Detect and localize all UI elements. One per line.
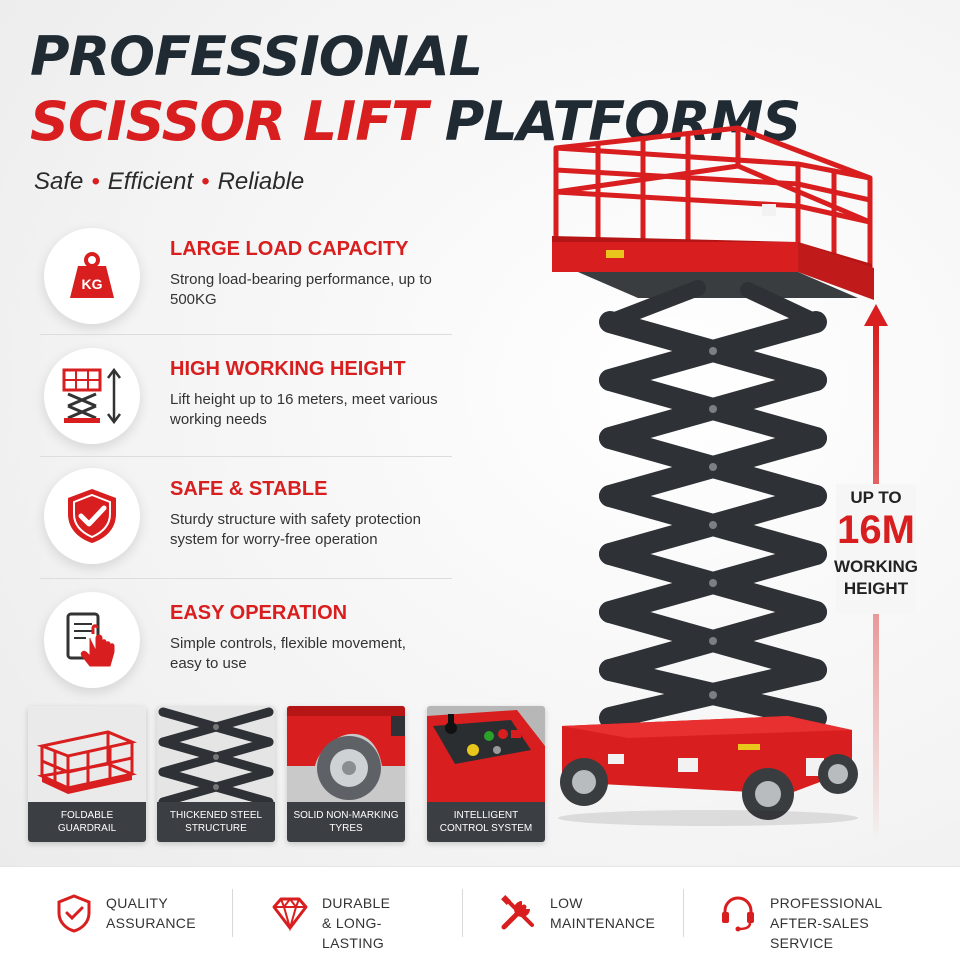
tyre-image <box>287 706 405 802</box>
title-highlight: SCISSOR LIFT <box>30 90 428 153</box>
feature-title: LARGE LOAD CAPACITY <box>170 238 409 260</box>
wheels <box>560 754 858 820</box>
title-line-1: PROFESSIONAL <box>30 25 483 88</box>
tagline-efficient: Efficient <box>107 168 194 195</box>
thumbnail-guardrail: FOLDABLE GUARDRAIL <box>28 706 146 842</box>
divider <box>40 578 452 579</box>
shield-check-icon <box>44 468 140 564</box>
kg-icon-text: KG <box>82 276 103 292</box>
height-label-backdrop <box>836 484 916 614</box>
feature-description: Strong load-bearing performance, up to 5… <box>170 271 432 308</box>
shield-check-icon <box>57 894 91 933</box>
tagline-safe: Safe <box>34 168 84 195</box>
thumbnail-caption: SOLID NON-MARKING TYRES <box>287 802 405 842</box>
lift-height-icon <box>44 348 140 444</box>
badge-label: LOW MAINTENANCE <box>550 895 656 931</box>
tagline-dot: • <box>201 168 210 195</box>
badge-separator <box>232 889 233 937</box>
badge-label: PROFESSIONAL AFTER-SALES SERVICE <box>770 895 883 951</box>
badge-separator <box>683 889 684 937</box>
diamond-icon <box>272 897 308 932</box>
thumbnail-control-system: INTELLIGENT CONTROL SYSTEM <box>427 706 545 842</box>
tagline-reliable: Reliable <box>217 168 305 195</box>
feature-easy-operation: EASY OPERATION Simple controls, flexible… <box>40 592 452 712</box>
badge-label: DURABLE & LONG-LASTING <box>322 895 391 951</box>
feature-title: HIGH WORKING HEIGHT <box>170 358 406 380</box>
thumbnail-caption: INTELLIGENT CONTROL SYSTEM <box>427 802 545 842</box>
badge-label: QUALITY ASSURANCE <box>106 895 196 931</box>
tagline-dot: • <box>91 168 100 195</box>
feature-safe-stable: SAFE & STABLE Sturdy structure with safe… <box>40 468 452 588</box>
touch-control-icon <box>44 592 140 688</box>
kg-weight-icon: KG <box>44 228 140 324</box>
scissor-arms <box>599 311 827 729</box>
feature-working-height: HIGH WORKING HEIGHT Lift height up to 16… <box>40 348 452 468</box>
feature-load-capacity: KG LARGE LOAD CAPACITY Strong load-beari… <box>40 228 452 348</box>
scissor-lift-image <box>552 125 874 826</box>
height-suffix: WORKING HEIGHT <box>833 557 919 598</box>
height-value: 16M <box>837 508 915 552</box>
feature-title: SAFE & STABLE <box>170 478 328 500</box>
guardrail-image <box>28 706 146 802</box>
feature-title: EASY OPERATION <box>170 602 348 624</box>
height-prefix: UP TO <box>850 488 902 507</box>
title-line-2: SCISSOR LIFT PLATFORMS <box>30 95 801 149</box>
thumbnail-caption: FOLDABLE GUARDRAIL <box>28 802 146 842</box>
thumbnail-caption: THICKENED STEEL STRUCTURE <box>157 802 275 842</box>
divider <box>40 334 452 335</box>
bottom-badge-bar: QUALITY ASSURANCE DURABLE & LONG-LASTING… <box>0 866 960 961</box>
tools-icon <box>501 895 534 930</box>
thumbnail-tyres: SOLID NON-MARKING TYRES <box>287 706 405 842</box>
thumbnail-steel-structure: THICKENED STEEL STRUCTURE <box>157 706 275 842</box>
feature-description: Lift height up to 16 meters, meet variou… <box>170 391 438 428</box>
control-panel-image <box>427 706 545 802</box>
feature-description: Simple controls, flexible movement, easy… <box>170 635 406 672</box>
divider <box>40 456 452 457</box>
tagline: Safe • Efficient • Reliable <box>34 168 304 196</box>
feature-description: Sturdy structure with safety protection … <box>170 511 421 548</box>
steel-structure-image <box>157 706 275 802</box>
badge-separator <box>462 889 463 937</box>
headset-icon <box>722 896 754 932</box>
guardrail <box>553 125 873 283</box>
